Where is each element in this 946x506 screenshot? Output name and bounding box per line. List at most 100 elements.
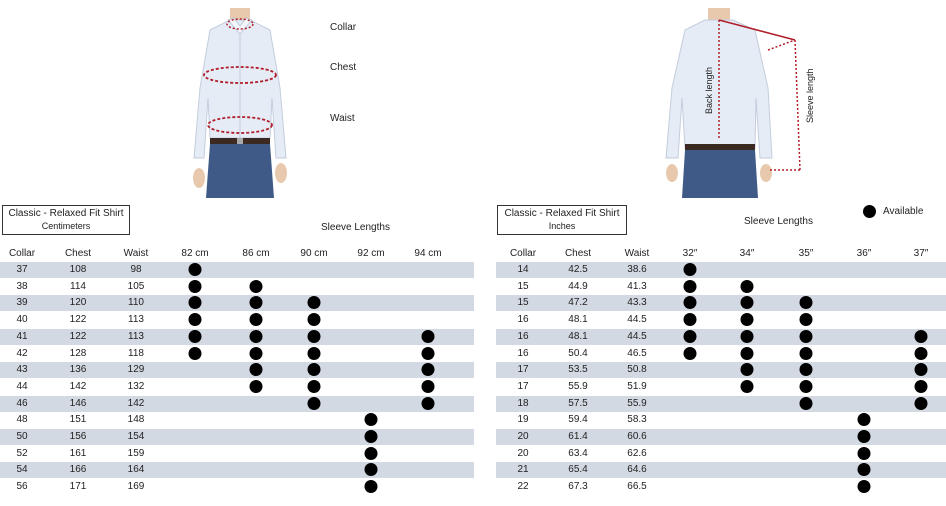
available-dot xyxy=(364,446,378,460)
available-dot xyxy=(421,329,435,343)
chest-cell: 156 xyxy=(69,431,87,442)
available-dot xyxy=(740,363,754,377)
waist-cell: 113 xyxy=(128,314,144,326)
waist-cell: 58.3 xyxy=(627,414,647,426)
sleeve-column-header: 37″ xyxy=(913,248,929,259)
available-dot xyxy=(307,346,321,360)
available-dot xyxy=(307,329,321,343)
available-dot xyxy=(799,396,813,410)
chest-cell: 128 xyxy=(69,347,87,359)
collar-cell: 15 xyxy=(517,297,529,309)
chest-cell: 161 xyxy=(69,447,87,459)
sleeve-column-header: 34″ xyxy=(739,248,755,259)
collar-cell: 15 xyxy=(517,280,529,292)
available-dot xyxy=(683,279,697,293)
available-dot xyxy=(740,379,754,393)
chest-cell: 44.9 xyxy=(568,280,588,292)
chest-cell: 48.1 xyxy=(568,314,588,326)
available-dot xyxy=(249,363,263,377)
collar-cell: 38 xyxy=(16,280,28,292)
cm-sleeve-lengths-title: Sleeve Lengths xyxy=(321,222,390,233)
waist-cell: 38.6 xyxy=(627,264,647,275)
waist-cell: 50.8 xyxy=(627,364,647,376)
available-dot xyxy=(857,480,871,494)
sleeve-column-header: 90 cm xyxy=(300,248,328,259)
available-dot xyxy=(740,296,754,310)
collar-cell: 18 xyxy=(517,397,529,409)
chest-cell: 59.4 xyxy=(568,414,588,426)
cm-table-title: Classic - Relaxed Fit Shirt xyxy=(8,208,124,219)
collar-cell: 43 xyxy=(16,364,28,376)
waist-cell: 51.9 xyxy=(627,380,647,392)
available-dot xyxy=(188,296,202,310)
available-dot xyxy=(188,279,202,293)
sleeve-column-header: 92 cm xyxy=(357,248,385,259)
chest-cell: 53.5 xyxy=(568,364,588,376)
collar-cell: 20 xyxy=(517,447,529,459)
available-dot xyxy=(740,279,754,293)
available-dot xyxy=(421,363,435,377)
available-dot xyxy=(421,379,435,393)
collar-cell: 22 xyxy=(517,481,529,493)
column-header: Waist xyxy=(624,248,650,259)
available-dot xyxy=(683,329,697,343)
available-dot xyxy=(364,463,378,477)
collar-cell: 48 xyxy=(16,414,28,426)
chest-cell: 120 xyxy=(69,297,87,309)
chest-cell: 50.4 xyxy=(568,347,588,359)
collar-cell: 17 xyxy=(517,380,529,392)
column-header: Waist xyxy=(123,248,149,259)
collar-cell: 52 xyxy=(16,447,28,459)
available-legend-dot xyxy=(863,205,876,218)
waist-cell: 142 xyxy=(127,397,145,409)
collar-cell: 39 xyxy=(16,297,28,309)
available-dot xyxy=(683,263,697,276)
in-sleeve-lengths-title: Sleeve Lengths xyxy=(744,216,813,227)
waist-cell: 129 xyxy=(127,364,145,376)
available-dot xyxy=(364,480,378,494)
sleeve-column-header: 86 cm xyxy=(242,248,270,259)
available-dot xyxy=(421,396,435,410)
collar-cell: 14 xyxy=(517,264,529,275)
chest-cell: 42.5 xyxy=(568,264,588,275)
collar-cell: 37 xyxy=(16,264,28,275)
collar-cell: 54 xyxy=(16,464,28,476)
column-header: Collar xyxy=(509,248,537,259)
sleeve-column-header: 32″ xyxy=(682,248,698,259)
available-dot xyxy=(799,346,813,360)
collar-cell: 21 xyxy=(517,464,529,476)
available-dot xyxy=(857,413,871,427)
available-dot xyxy=(914,379,928,393)
available-dot xyxy=(740,313,754,327)
available-dot xyxy=(799,363,813,377)
available-dot xyxy=(188,313,202,327)
available-dot xyxy=(914,363,928,377)
available-dot xyxy=(914,396,928,410)
collar-cell: 40 xyxy=(16,314,28,326)
collar-cell: 20 xyxy=(517,431,529,442)
chest-cell: 48.1 xyxy=(568,330,588,342)
chest-cell: 63.4 xyxy=(568,447,588,459)
available-dot xyxy=(307,363,321,377)
column-header: Collar xyxy=(8,248,36,259)
sleeve-column-header: 94 cm xyxy=(414,248,442,259)
waist-cell: 148 xyxy=(127,414,145,426)
in-table-unit: Inches xyxy=(548,221,576,231)
available-dot xyxy=(249,296,263,310)
